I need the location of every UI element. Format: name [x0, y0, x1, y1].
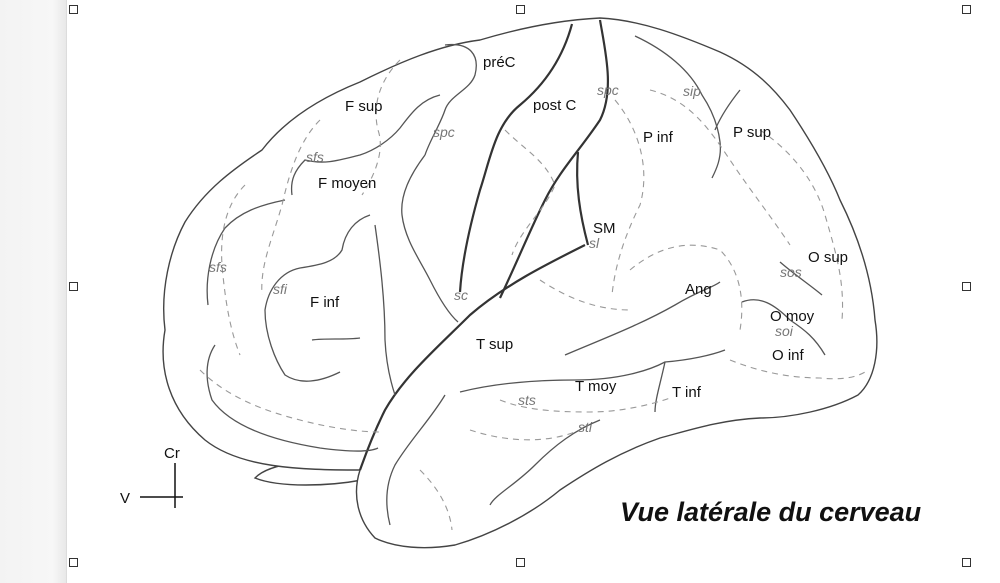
sulcus-label-spc-upper: spc: [597, 82, 619, 98]
sulcus-label-sos: sos: [780, 264, 802, 280]
temporal-contour-1: [564, 281, 721, 356]
label-finf: F inf: [310, 294, 340, 311]
dashed-sulcus-13: [419, 469, 453, 531]
sm-sulcus: [576, 151, 590, 246]
label-ang: Ang: [685, 281, 712, 298]
dashed-sulcus-1: [361, 59, 401, 196]
frontal-contour-7: [206, 344, 379, 452]
dashed-sulcus-12: [729, 359, 866, 380]
parietal-contour-2: [714, 89, 741, 131]
dashed-sulcus-6: [611, 99, 645, 296]
diagram-canvas[interactable]: préC post C F sup F moyen F inf P inf P …: [66, 0, 1000, 583]
dashed-sulcus-4: [199, 369, 381, 433]
resize-handle-bottom-right[interactable]: [962, 558, 971, 567]
axis-label-v: V: [120, 490, 130, 507]
frontal-contour-6: [206, 199, 286, 306]
brain-diagram: préC post C F sup F moyen F inf P inf P …: [120, 17, 922, 549]
dashed-sulcus-7: [649, 89, 791, 246]
label-pinf: P inf: [643, 129, 674, 146]
axis-label-cr: Cr: [164, 445, 180, 462]
diagram-caption: Vue latérale du cerveau: [620, 497, 922, 527]
resize-handle-bottom-left[interactable]: [69, 558, 78, 567]
sulcus-label-sti: sti: [578, 419, 593, 435]
label-fmoyen: F moyen: [318, 175, 376, 192]
occipital-contour-2: [779, 261, 823, 296]
resize-handle-top-left[interactable]: [69, 5, 78, 14]
label-oinf: O inf: [772, 347, 805, 364]
postcentral-sulcus: [499, 19, 609, 299]
sulcus-label-sfi: sfi: [273, 281, 288, 297]
dashed-sulcus-2: [261, 119, 321, 296]
dashed-sulcus-9: [629, 244, 743, 331]
lateral-sulcus: [358, 244, 586, 471]
occipital-contour-1: [741, 299, 826, 356]
label-psup: P sup: [733, 124, 771, 141]
dashed-sulcus-10: [499, 397, 671, 413]
frontal-contour-1: [424, 43, 477, 156]
resize-handle-bottom-center[interactable]: [516, 558, 525, 567]
label-tinf: T inf: [672, 384, 702, 401]
temporal-contour-5: [489, 419, 601, 506]
dashed-sulcus-8: [759, 129, 844, 321]
resize-handle-top-right[interactable]: [962, 5, 971, 14]
sulcus-label-sl: sl: [589, 235, 600, 251]
temporal-contour-2: [459, 349, 726, 393]
frontal-contour-3: [401, 154, 459, 323]
resize-handle-middle-right[interactable]: [962, 282, 971, 291]
label-tsup: T sup: [476, 336, 513, 353]
resize-handle-top-center[interactable]: [516, 5, 525, 14]
parietal-contour-1: [634, 35, 722, 179]
dashed-sulcus-3: [221, 184, 246, 356]
frontal-contour-4: [264, 214, 371, 382]
frontal-contour-2: [290, 94, 441, 196]
left-gutter: [0, 0, 67, 583]
sulcus-label-spc-lower: spc: [433, 124, 455, 140]
sulcus-label-sip: sip: [683, 83, 701, 99]
sulcus-label-sts: sts: [518, 392, 536, 408]
resize-handle-middle-left[interactable]: [69, 282, 78, 291]
label-osup: O sup: [808, 249, 848, 266]
label-prec: préC: [483, 54, 516, 71]
label-tmoy: T moy: [575, 378, 617, 395]
sulcus-label-sfs-lower: sfs: [209, 259, 227, 275]
sulcus-label-soi: soi: [775, 323, 794, 339]
temporal-contour-4: [386, 394, 446, 526]
temporal-contour-3: [654, 361, 666, 413]
dashed-sulcus-5: [504, 129, 556, 256]
label-sm: SM: [593, 220, 616, 237]
sulcus-label-sc: sc: [454, 287, 468, 303]
label-postc: post C: [533, 97, 577, 114]
frontal-contour-8: [311, 337, 361, 341]
brain-outline: [162, 17, 878, 549]
central-sulcus: [458, 23, 574, 293]
label-fsup: F sup: [345, 98, 383, 115]
frontal-contour-5: [374, 224, 396, 396]
sulcus-label-sfs-upper: sfs: [306, 149, 324, 165]
label-omoy: O moy: [770, 308, 815, 325]
